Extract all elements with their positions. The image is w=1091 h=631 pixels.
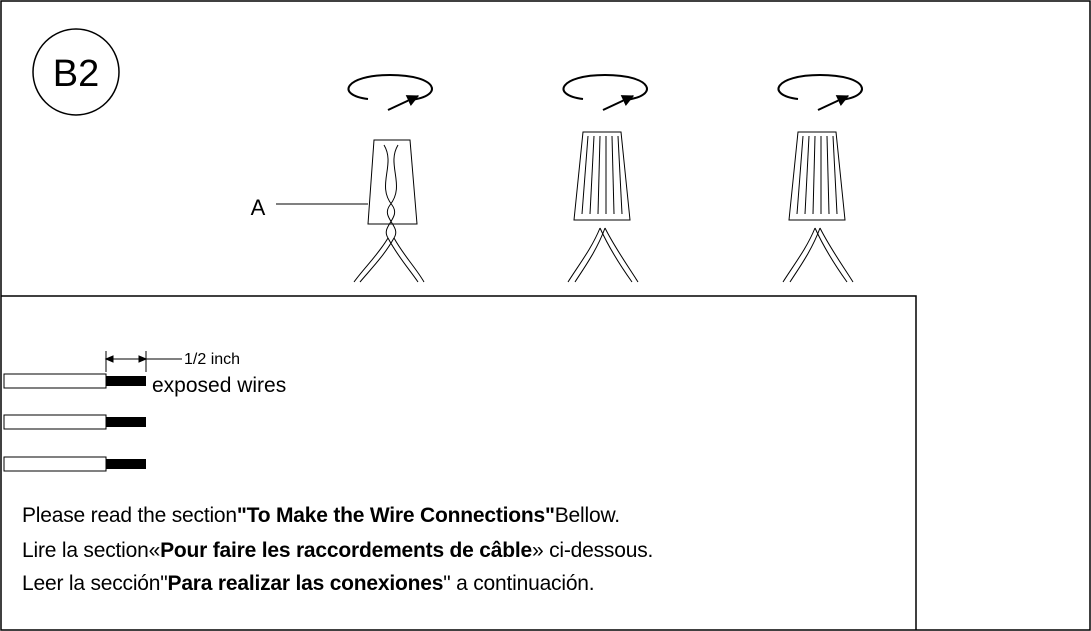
- step-badge-label: B2: [53, 53, 99, 95]
- stripped-wire-3: [3, 456, 146, 472]
- callout-label: A: [251, 195, 266, 220]
- inner-panel-frame: [1, 295, 917, 630]
- instruction-french: Lire la section«Pour faire les raccordem…: [22, 539, 654, 562]
- instruction-spanish: Leer la sección"Para realizar las conexi…: [22, 572, 595, 595]
- wire-connector-1: [353, 139, 425, 283]
- wire-connector-2: [567, 131, 639, 283]
- wire-connector-3: [782, 131, 854, 283]
- strip-dimension: [104, 351, 182, 372]
- twist-arrow-3: [777, 73, 863, 111]
- twist-arrow-2: [562, 73, 648, 111]
- instruction-english: Please read the section"To Make the Wire…: [22, 504, 620, 527]
- twist-arrow-1: [347, 73, 433, 111]
- stripped-wire-1: [3, 373, 146, 389]
- step-badge-circle: [32, 28, 120, 116]
- strip-caption: exposed wires: [152, 374, 286, 397]
- strip-dimension-label: 1/2 inch: [184, 351, 240, 368]
- stripped-wire-2: [3, 414, 146, 430]
